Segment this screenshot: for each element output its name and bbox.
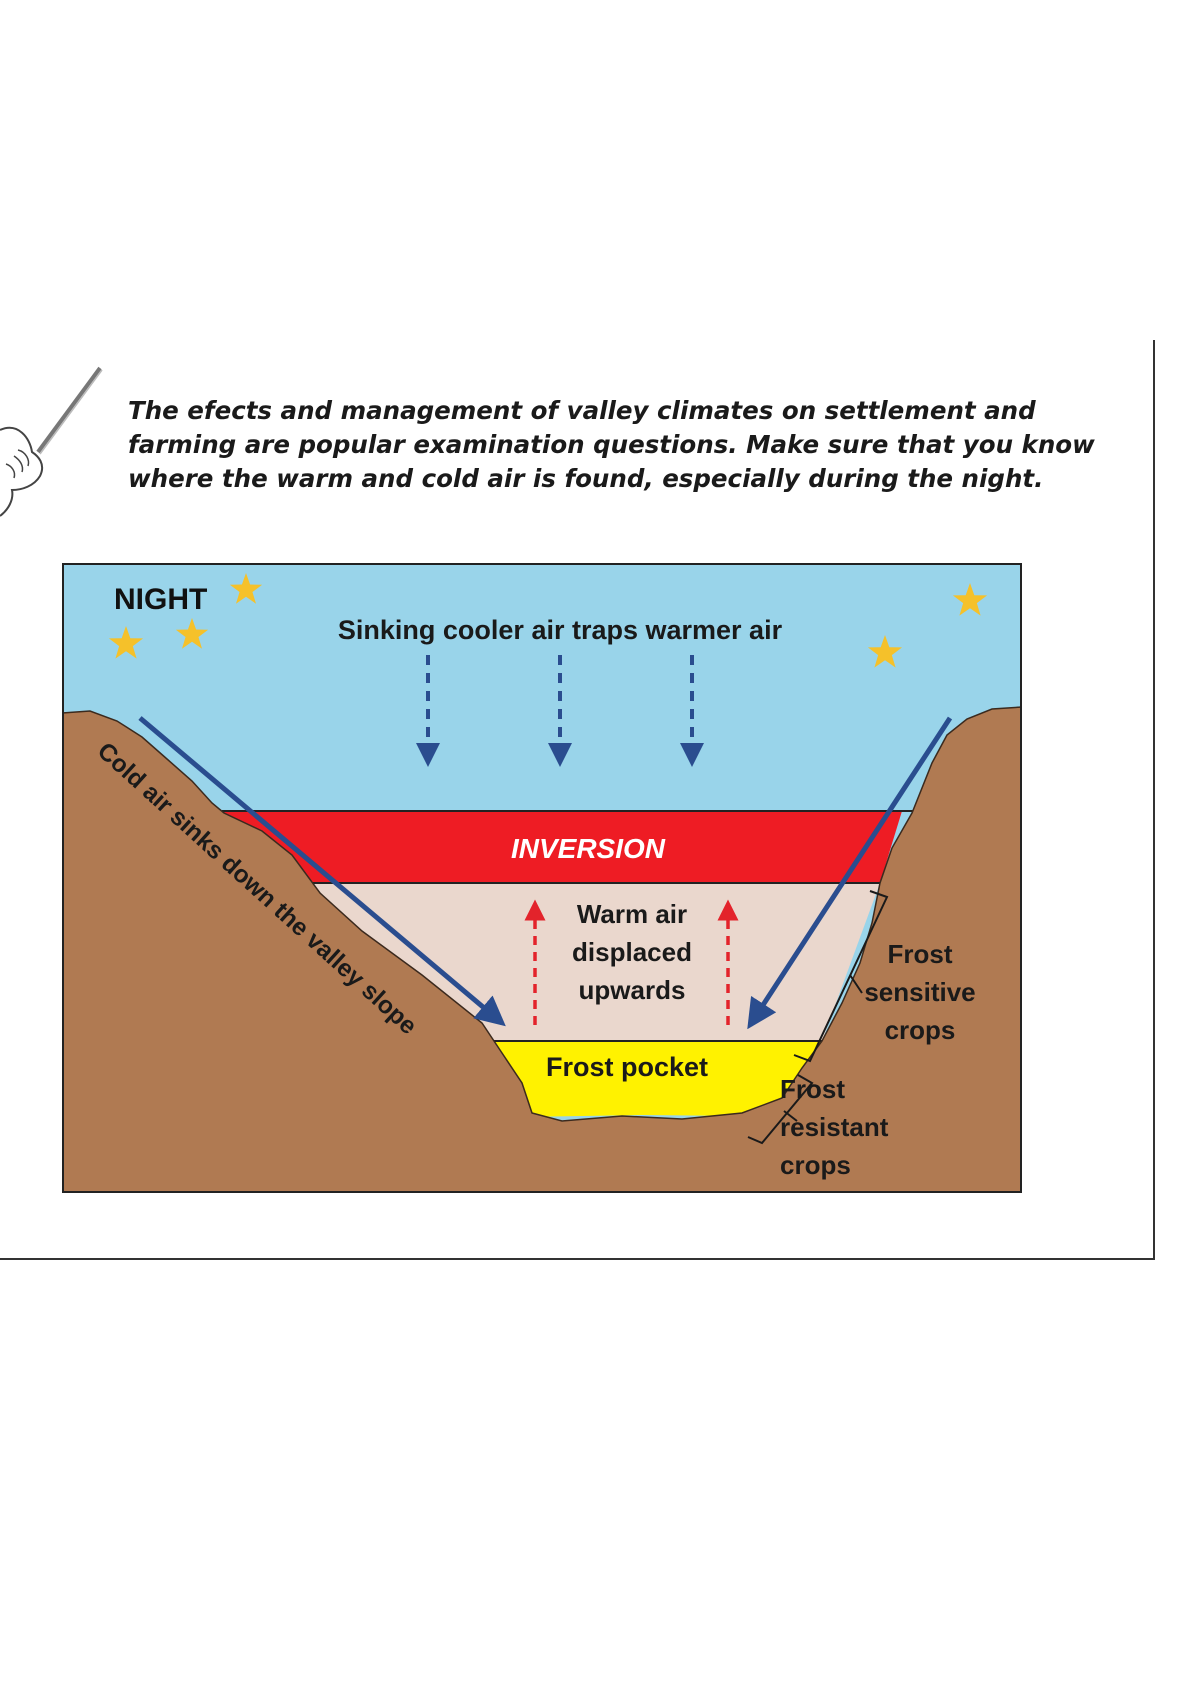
- inversion-layer: [222, 811, 902, 883]
- svg-text:upwards: upwards: [579, 975, 686, 1005]
- svg-text:resistant: resistant: [780, 1112, 889, 1142]
- cold-air-arrows: [138, 716, 953, 1030]
- inversion-label: INVERSION: [511, 833, 666, 864]
- pointing-hand-icon: [0, 366, 103, 517]
- frost-sensitive-label: Frost sensitive crops: [864, 939, 975, 1045]
- sinking-air-label: Sinking cooler air traps warmer air: [338, 615, 783, 645]
- warm-air-label: Warm air displaced upwards: [572, 899, 692, 1005]
- warm-air-arrows: [524, 899, 739, 1025]
- valley-inversion-diagram: NIGHT Sinking cooler air traps warmer ai…: [62, 563, 1022, 1193]
- svg-text:displaced: displaced: [572, 937, 692, 967]
- intro-text: The efects and management of valley clim…: [128, 396, 1095, 493]
- content-panel: [0, 340, 1155, 1260]
- svg-text:crops: crops: [885, 1015, 956, 1045]
- svg-text:Frost: Frost: [780, 1074, 845, 1104]
- valley-ground: [62, 706, 1022, 1193]
- night-label: NIGHT: [114, 583, 207, 616]
- svg-text:sensitive: sensitive: [864, 977, 975, 1007]
- svg-text:Frost: Frost: [888, 939, 953, 969]
- sinking-air-arrows: [416, 655, 704, 767]
- svg-text:Warm air: Warm air: [577, 899, 687, 929]
- svg-text:crops: crops: [780, 1150, 851, 1180]
- frost-pocket: [482, 1041, 822, 1117]
- frost-pocket-label: Frost pocket: [546, 1052, 708, 1082]
- crop-brackets: [747, 890, 889, 1145]
- frost-resistant-label: Frost resistant crops: [780, 1074, 889, 1180]
